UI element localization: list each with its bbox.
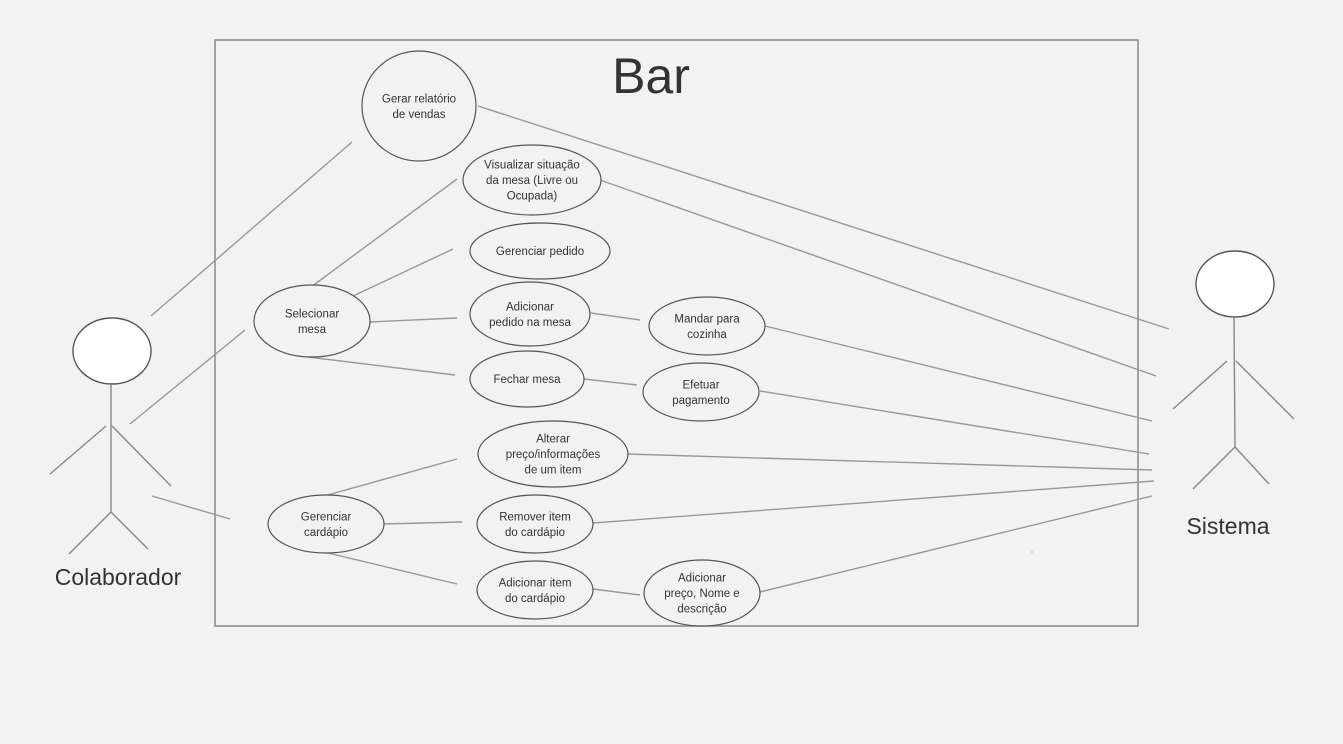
line-cardapio-adicionar-item [323, 551, 458, 585]
actor-left-arm [49, 425, 107, 475]
actor-sistema [1172, 250, 1295, 490]
label-line: preço/informações [506, 449, 601, 461]
line-adicionar-item-preco [592, 588, 641, 596]
line-cardapio-alterar [323, 458, 458, 497]
use-case-remover-item-label: Remover item do cardápio [499, 511, 571, 539]
use-case-efetuar-pagamento [642, 362, 760, 422]
actor-colaborador-label: Colaborador [55, 564, 182, 590]
use-case-remover-item [476, 494, 594, 554]
actor-right-leg [1234, 446, 1270, 485]
line-adicionar-pedido-mandar [590, 312, 641, 321]
label-line: descrição [677, 604, 726, 616]
actor-body [1233, 317, 1236, 448]
label-line: Adicionar [678, 573, 726, 585]
label-line: Fechar mesa [493, 374, 561, 386]
line-fechar-efetuar [583, 378, 638, 386]
use-case-gerenciar-pedido-label: Gerenciar pedido [496, 246, 584, 258]
stray-dot [1031, 551, 1033, 553]
line-sistema-mandar [764, 325, 1153, 422]
actor-head [1195, 250, 1275, 318]
line-sistema-alterar [626, 453, 1153, 471]
label-line: da mesa (Livre ou [486, 175, 578, 187]
line-sistema-efetuar [759, 390, 1150, 455]
use-case-adicionar-pedido-label: Adicionar pedido na mesa [489, 301, 571, 329]
line-selecionar-adicionar-pedido [368, 317, 458, 323]
line-sistema-remover [592, 480, 1155, 524]
label-line: Ocupada) [507, 191, 558, 203]
system-boundary [214, 39, 1139, 627]
label-line: mesa [298, 324, 327, 336]
label-line: de vendas [392, 109, 445, 121]
actor-left-leg [68, 511, 112, 555]
line-colaborador-gerar-relatorio [150, 141, 353, 317]
label-line: Visualizar situação [484, 160, 580, 172]
use-case-visualizar-situacao-label: Visualizar situação da mesa (Livre ou Ocup… [484, 160, 580, 203]
label-line: do cardápio [505, 527, 565, 539]
use-case-mandar-cozinha-label: Mandar para cozinha [674, 313, 740, 341]
label-line: pedido na mesa [489, 317, 571, 329]
use-case-adicionar-item [476, 560, 594, 620]
use-case-adicionar-preco-label: Adicionar preço, Nome e descrição [664, 573, 739, 616]
label-line: Gerenciar pedido [496, 246, 584, 258]
label-line: Efetuar [682, 379, 719, 391]
use-case-alterar-preco [477, 420, 629, 488]
use-case-mandar-cozinha [648, 296, 766, 356]
use-case-adicionar-pedido [469, 281, 591, 347]
use-case-fechar-mesa [469, 350, 585, 408]
actor-right-arm [1235, 360, 1295, 420]
system-title: Bar [612, 48, 690, 104]
actor-left-leg [1192, 446, 1236, 490]
line-sistema-visualizar [599, 179, 1157, 377]
use-case-adicionar-item-label: Adicionar item do cardápio [499, 577, 572, 605]
use-case-adicionar-preco [643, 559, 761, 627]
line-selecionar-fechar-mesa [307, 356, 456, 376]
label-line: do cardápio [505, 593, 565, 605]
use-case-gerar-relatorio-label: Gerar relatório de vendas [382, 93, 456, 121]
actor-sistema-label: Sistema [1186, 513, 1269, 539]
label-line: Alterar [536, 434, 570, 446]
line-sistema-adicionar-preco [759, 495, 1153, 593]
line-selecionar-gerenciar-pedido [352, 248, 454, 297]
label-line: de um item [525, 465, 582, 477]
use-case-gerenciar-cardapio [267, 494, 385, 554]
label-line: Mandar para [674, 313, 740, 325]
line-selecionar-visualizar [310, 178, 458, 288]
label-line: Gerenciar [301, 511, 352, 523]
actor-colaborador [49, 317, 172, 555]
use-case-gerar-relatorio [361, 50, 477, 162]
label-line: preço, Nome e [664, 588, 739, 600]
actor-left-arm [1172, 360, 1228, 410]
use-case-gerenciar-cardapio-label: Gerenciar cardápio [301, 511, 352, 539]
label-line: pagamento [672, 395, 730, 407]
actor-right-leg [110, 511, 149, 550]
use-case-alterar-preco-label: Alterar preço/informações de um item [506, 434, 601, 477]
label-line: cardápio [304, 527, 348, 539]
label-line: Gerar relatório [382, 93, 456, 105]
use-case-selecionar-mesa [253, 284, 371, 358]
label-line: cozinha [687, 329, 727, 341]
use-case-fechar-mesa-label: Fechar mesa [493, 374, 561, 386]
actor-head [72, 317, 152, 385]
line-cardapio-remover [382, 521, 463, 525]
actor-right-arm [111, 425, 172, 487]
label-line: Remover item [499, 511, 571, 523]
use-case-selecionar-mesa-label: Selecionar mesa [285, 308, 340, 336]
label-line: Selecionar [285, 308, 340, 320]
use-case-efetuar-pagamento-label: Efetuar pagamento [672, 379, 730, 407]
label-line: Adicionar [506, 301, 554, 313]
line-sistema-gerar-relatorio [477, 105, 1170, 330]
line-colaborador-gerenciar-cardapio [151, 495, 231, 520]
use-case-visualizar-situacao [462, 144, 602, 216]
line-colaborador-selecionar-mesa [129, 329, 246, 425]
association-lines [129, 105, 1170, 596]
label-line: Adicionar item [499, 577, 572, 589]
use-case-gerenciar-pedido [469, 222, 611, 280]
